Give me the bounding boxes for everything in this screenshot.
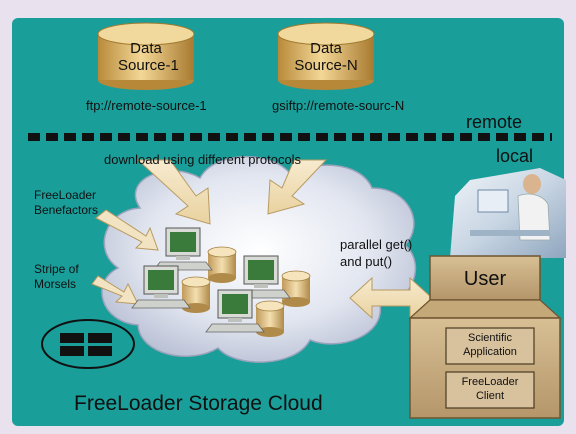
source1-url: ftp://remote-source-1 [86, 98, 207, 113]
benefactor-pointer-arrow [95, 209, 159, 251]
freeloader-client-line1: FreeLoader [461, 376, 519, 388]
freeloader-client-line2: Client [475, 390, 505, 402]
morsel-pointer-arrow [91, 275, 139, 305]
download-arrow-icon [136, 159, 211, 225]
sourceN-url: gsiftp://remote-sourc-N [272, 98, 405, 113]
storage-cloud-title: FreeLoader Storage Cloud [74, 392, 323, 415]
parallel-label-line1: parallel get() [340, 237, 413, 252]
local-zone-label: local [496, 146, 534, 166]
parallel-label-line2: and put() [340, 254, 393, 269]
user-title: User [463, 268, 507, 290]
stripe-label-line2: Morsels [34, 277, 77, 291]
computer-workstation-icon [153, 227, 213, 271]
source1-title-line1: Data [130, 40, 162, 57]
benefactors-label-line1: FreeLoader [34, 188, 97, 202]
remote-zone-label: remote [466, 112, 523, 132]
sourceN-title-line2: Source-N [294, 57, 358, 74]
sourceN-title-line1: Data [310, 40, 342, 57]
user-photo-icon [450, 168, 566, 258]
computer-workstation-icon [131, 265, 191, 309]
download-protocols-label: download using different protocols [104, 152, 302, 167]
stripe-label-line1: Stripe of [34, 262, 79, 276]
scientific-app-line2: Application [463, 346, 517, 358]
user-box [408, 255, 562, 419]
disk-cylinder-icon [281, 270, 311, 307]
data-source-cylinder-icon [277, 22, 375, 90]
scientific-app-line1: Scientific [467, 332, 513, 344]
download-arrow-icon [267, 159, 328, 215]
computer-workstation-icon [205, 289, 265, 333]
benefactors-label-line2: Benefactors [34, 203, 99, 217]
morsel-stripe-icon [41, 319, 135, 369]
data-source-cylinder-icon [97, 22, 195, 90]
disk-cylinder-icon [207, 246, 237, 283]
source1-title-line2: Source-1 [118, 57, 179, 74]
